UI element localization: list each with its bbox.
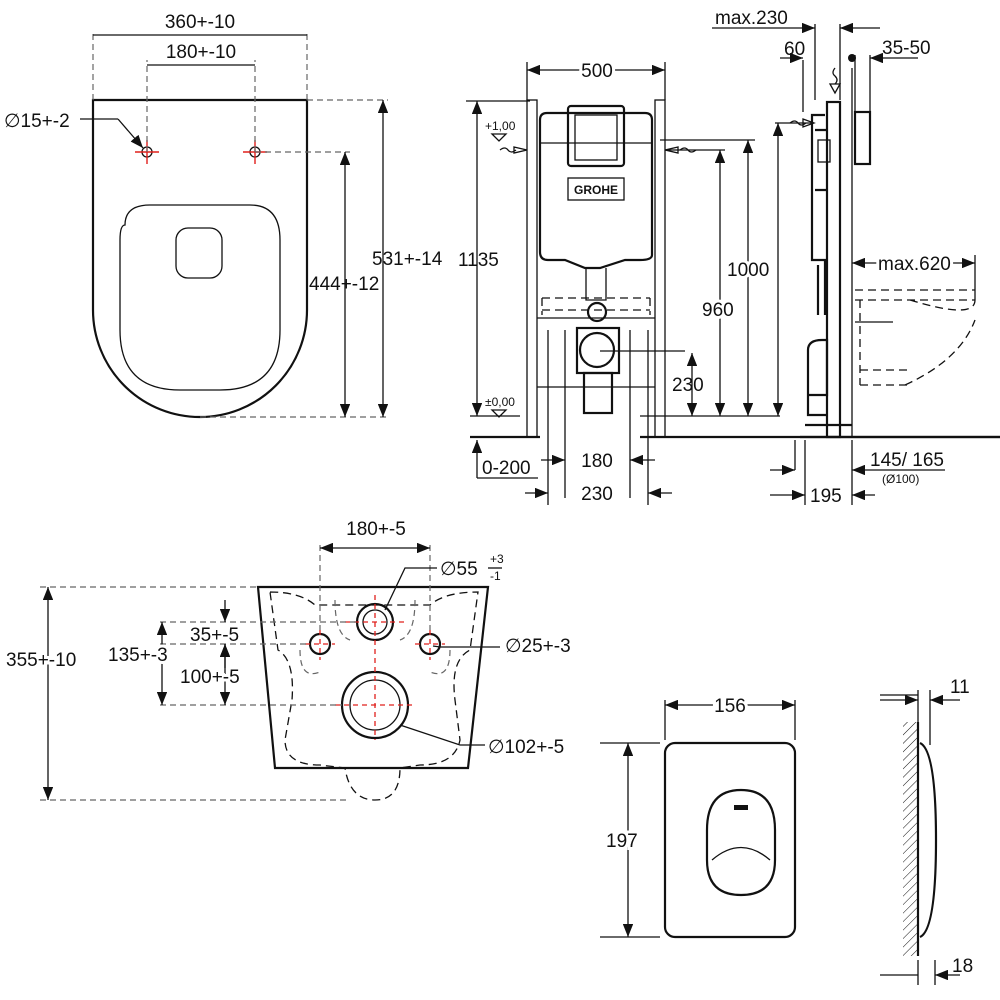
actuator-inner [574, 114, 618, 161]
dim-plate-depth-top: 11 [950, 677, 970, 698]
dim-bolt-diameter: ∅25+-3 [505, 636, 571, 657]
frame-side-post [825, 100, 842, 439]
dim-35: 35+-5 [190, 625, 239, 646]
brand-plate [567, 177, 625, 201]
tolerance-minus: -1 [490, 569, 501, 583]
bowl-back-view: 180+-5 ∅55 +3 -1 35+-5 135+-3 100+-5 355… [3, 519, 571, 801]
flush-plate-side [853, 110, 872, 166]
side-valve [817, 139, 831, 163]
dim-width-outer: 360+-10 [165, 12, 235, 33]
dim-hole-spacing: 180+-10 [166, 42, 236, 63]
dim-135: 135+-3 [108, 645, 168, 666]
dim-inlet-diameter: ∅55 [440, 559, 478, 580]
dim-1000: 1000 [727, 260, 769, 281]
dim-length-from-holes: 444+-12 [309, 274, 379, 295]
cistern [538, 111, 654, 270]
bowl-back-outline [256, 585, 490, 770]
dim-195: 195 [810, 486, 842, 507]
level-zero: ±0,00 [485, 395, 515, 409]
dim-plate-width: 156 [714, 696, 746, 717]
bowl-outline [91, 98, 309, 419]
dim-60: 60 [784, 39, 805, 60]
flush-plate-front: 156 197 [600, 693, 797, 939]
outlet-connector [586, 301, 608, 323]
flush-plate [663, 741, 797, 939]
dim-frame-width: 500 [581, 61, 613, 82]
seat-lid-cutout [175, 227, 223, 279]
dim-180-front: 180 [581, 451, 613, 472]
dim-35-50: 35-50 [882, 38, 931, 59]
frame-front-view: GROHE 500 1135 +1,00 ±0,00 230 960 1000 … [458, 58, 1000, 505]
seat-outline [119, 204, 281, 391]
dim-length-total: 531+-14 [372, 249, 443, 270]
frame-side-view: max.230 60 35-50 max.620 145/ 165 (Ø100)… [712, 8, 1000, 507]
flush-plate-side: 11 18 [880, 677, 973, 985]
center-point [848, 54, 856, 62]
dim-hole-diameter: ∅15+-2 [4, 111, 70, 132]
dim-height-total: 1135 [458, 250, 499, 271]
tolerance-plus: +3 [490, 552, 504, 566]
flush-button [705, 788, 777, 897]
dim-max-620: max.620 [878, 254, 951, 275]
dim-bowl-spacing: 180+-5 [346, 519, 406, 540]
flush-actuator [566, 104, 626, 168]
dim-960: 960 [702, 300, 734, 321]
dim-max-230: max.230 [715, 8, 788, 29]
frame-post-left [526, 99, 538, 438]
brand-logo: GROHE [574, 183, 618, 197]
dim-plate-depth-bottom: 18 [952, 956, 973, 977]
frame-post-right [654, 99, 666, 438]
level-top: +1,00 [485, 119, 516, 133]
dim-100: 100+-5 [180, 667, 240, 688]
dim-floor-range: 0-200 [482, 458, 531, 479]
dim-230-drain: 230 [672, 375, 704, 396]
dim-230-front: 230 [581, 484, 613, 505]
toilet-top-view: 360+-10 180+-10 ∅15+-2 531+-14 444+-12 [4, 12, 443, 419]
dim-pipe-diameter: (Ø100) [882, 472, 919, 486]
dim-plate-height: 197 [606, 831, 638, 852]
dim-145-165: 145/ 165 [870, 450, 944, 471]
mounting-holes [135, 140, 267, 164]
wall-hatch [903, 722, 918, 956]
plate-indicator [734, 805, 748, 810]
dim-drain-diameter: ∅102+-5 [488, 737, 564, 758]
dim-355: 355+-10 [6, 650, 76, 671]
